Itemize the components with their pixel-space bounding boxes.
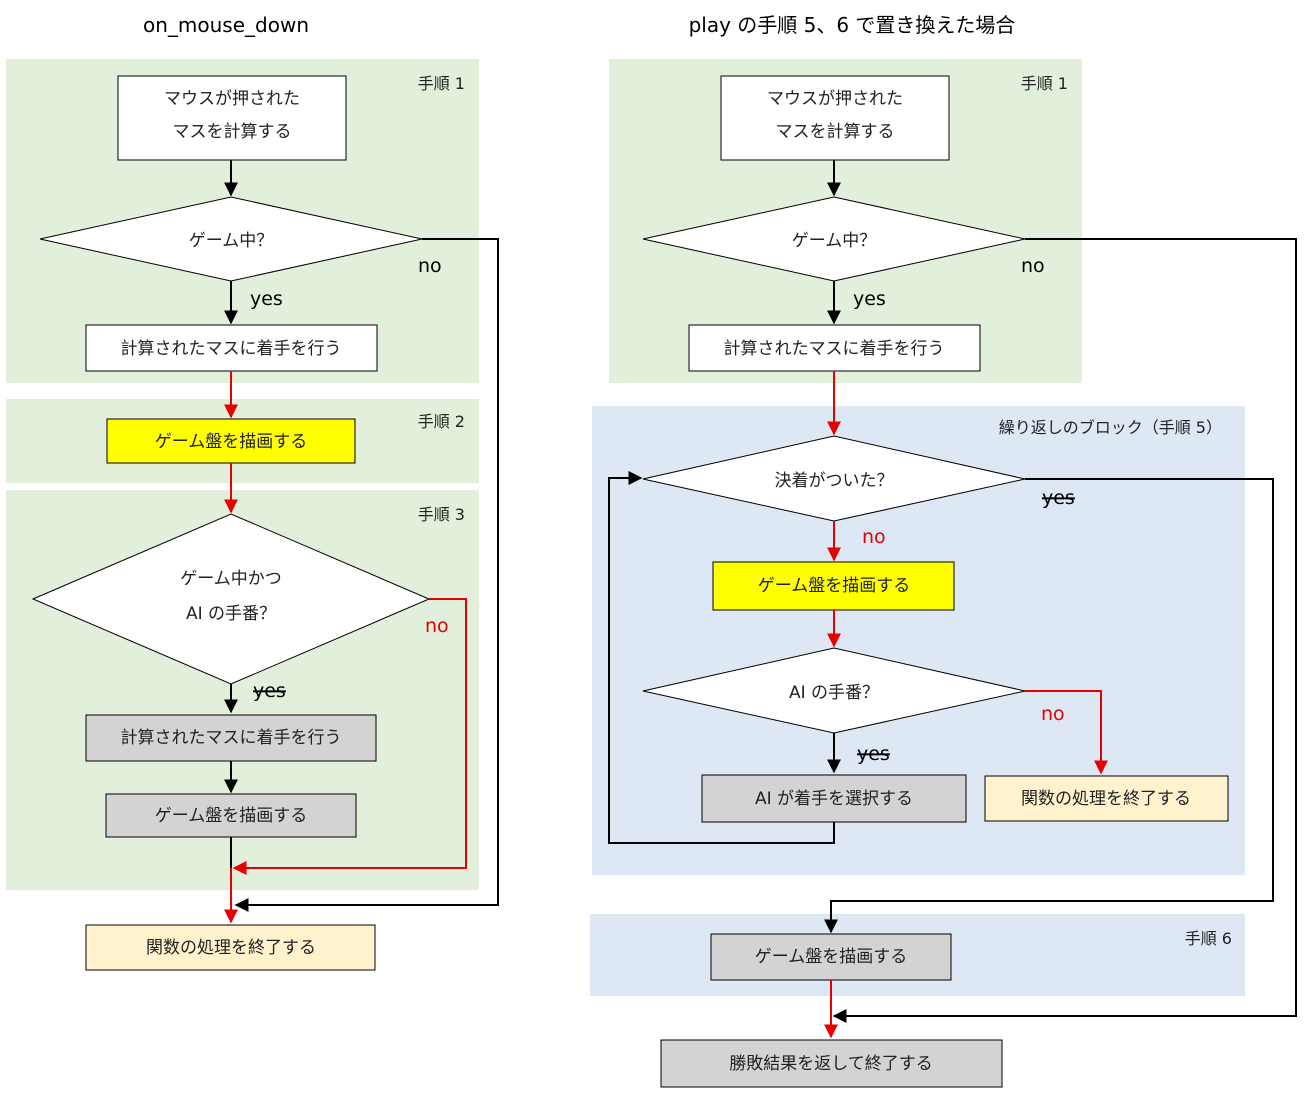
right-calc-line2: マスを計算する [776, 122, 895, 142]
right-in-game-label: ゲーム中？ [792, 231, 877, 251]
left-calc-line2: マスを計算する [173, 122, 292, 142]
right-draw-box [712, 561, 955, 611]
right-no-red2-path [1025, 690, 1108, 775]
left-calc-line1: マウスが押された [164, 89, 300, 109]
right-loop-back-path [608, 471, 835, 844]
right-result-box [660, 1039, 1003, 1088]
right-ai-turn-label: AI の手番？ [789, 683, 879, 703]
right-title: play の手順 5、6 で置き換えた場合 [689, 13, 1016, 37]
right-step1-label: 手順 1 [1021, 74, 1068, 93]
right-settled-label: 決着がついた？ [775, 471, 894, 491]
right-no-red1-label: no [862, 526, 886, 548]
left-yes2-label: yes [253, 680, 286, 702]
left-step2-label: 手順 2 [418, 412, 465, 431]
left-ai-move-label: 計算されたマスに着手を行う [121, 728, 342, 748]
right-move-label: 計算されたマスに着手を行う [724, 339, 945, 359]
left-end-box [85, 924, 376, 971]
right-settled-yes-path [824, 478, 1274, 934]
left-move-box [85, 324, 378, 372]
left-step3-label: 手順 3 [418, 505, 465, 524]
left-title: on_mouse_down [143, 13, 309, 37]
right-step6-label: 手順 6 [1185, 929, 1232, 948]
right-result-label: 勝敗結果を返して終了する [729, 1054, 933, 1074]
left-no1-label: no [418, 255, 442, 277]
left-step1-label: 手順 1 [418, 74, 465, 93]
left-ai-draw-box [105, 793, 357, 838]
right-draw-label: ゲーム盤を描画する [758, 576, 911, 596]
right-move-box [688, 324, 981, 372]
left-no2-label: no [425, 615, 449, 637]
right-no-red2-label: no [1041, 703, 1065, 725]
right-ai-select-label: AI が着手を選択する [755, 789, 913, 809]
left-yes1-label: yes [250, 288, 283, 310]
left-no2-path [232, 598, 467, 875]
left-end-label: 関数の処理を終了する [146, 938, 316, 958]
right-final-draw-box [710, 933, 952, 981]
right-end-func-box [984, 775, 1229, 822]
right-calc-box [720, 75, 950, 161]
right-yes1-label: yes [853, 288, 886, 310]
right-final-draw-label: ゲーム盤を描画する [755, 947, 908, 967]
right-loop-label: 繰り返しのブロック（手順 5） [999, 418, 1222, 437]
left-ai-draw-label: ゲーム盤を描画する [155, 806, 308, 826]
left-draw-box [106, 418, 356, 464]
left-q2-line2: AI の手番？ [186, 604, 276, 624]
left-draw-label: ゲーム盤を描画する [155, 432, 308, 452]
right-end-func-label: 関数の処理を終了する [1021, 789, 1191, 809]
right-calc-line1: マウスが押された [767, 89, 903, 109]
left-in-game-label: ゲーム中？ [189, 231, 274, 251]
left-calc-box [117, 75, 347, 161]
left-q2-line1: ゲーム中かつ [180, 569, 282, 589]
right-no1-path [832, 238, 1297, 1023]
left-no1-path [234, 238, 499, 912]
left-move-label: 計算されたマスに着手を行う [121, 339, 342, 359]
right-ai-select-box [701, 774, 967, 823]
right-no1-label: no [1021, 255, 1045, 277]
right-yes-struck2-label: yes [857, 743, 890, 765]
right-yes-struck-label: yes [1042, 487, 1075, 509]
